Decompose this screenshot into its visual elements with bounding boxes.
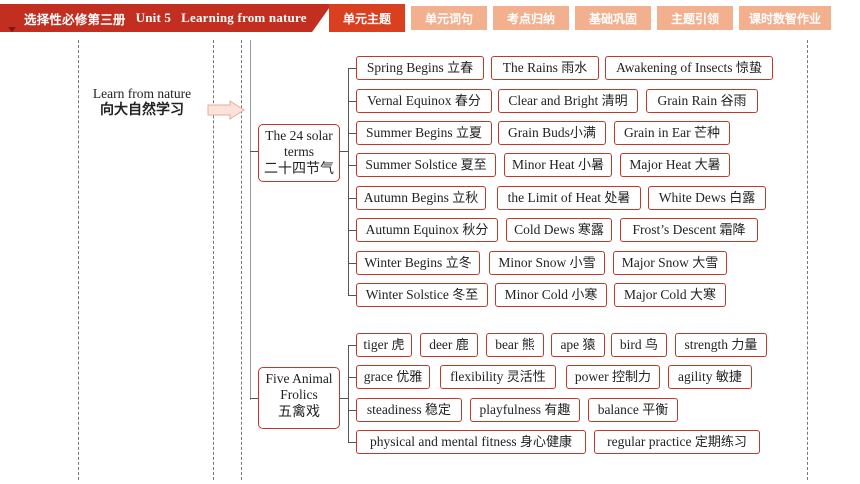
branch-solar-terms-en: The 24 solar terms — [265, 128, 333, 159]
solar-term-item: Major Snow 大雪 — [613, 251, 727, 275]
frolic-item: bear 熊 — [486, 333, 544, 357]
arrow-right-icon — [207, 100, 245, 120]
connector — [348, 230, 356, 231]
solar-term-item: Awakening of Insects 惊蛰 — [605, 56, 773, 80]
solar-term-item: Grain Rain 谷雨 — [646, 89, 758, 113]
frolic-item: agility 敏捷 — [668, 365, 752, 389]
connector — [348, 133, 356, 134]
solar-term-item: the Limit of Heat 处暑 — [497, 186, 641, 210]
connector — [340, 398, 348, 399]
frolic-item: grace 优雅 — [356, 365, 430, 389]
caret-down-icon — [8, 27, 16, 32]
frolic-item: power 控制力 — [566, 365, 660, 389]
frame-line-tree — [250, 40, 251, 400]
tab-key-points[interactable]: 考点归纳 — [493, 6, 569, 30]
tab-unit-theme[interactable]: 单元主题 — [329, 4, 405, 32]
unit-topic: Learning from nature — [181, 10, 307, 25]
frolic-item: playfulness 有趣 — [470, 398, 580, 422]
connector — [348, 345, 349, 442]
frolic-item: physical and mental fitness 身心健康 — [356, 430, 586, 454]
frolic-item: steadiness 稳定 — [356, 398, 462, 422]
connector — [348, 68, 349, 295]
frolic-item: deer 鹿 — [420, 333, 478, 357]
solar-term-item: Autumn Equinox 秋分 — [356, 218, 498, 242]
connector — [250, 151, 258, 152]
solar-term-item: Minor Heat 小暑 — [504, 153, 612, 177]
frame-line-mid2 — [241, 40, 242, 480]
top-header: 选择性必修第三册 Unit 5 Learning from nature 单元主… — [0, 0, 860, 36]
intro-cn: 向大自然学习 — [100, 102, 184, 118]
connector — [348, 101, 356, 102]
branch-solar-terms-cn: 二十四节气 — [264, 161, 334, 177]
frolic-item: tiger 虎 — [356, 333, 412, 357]
solar-term-item: Minor Cold 小寒 — [495, 283, 607, 307]
frolic-item: flexibility 灵活性 — [440, 365, 556, 389]
lesson-title-bar: 选择性必修第三册 Unit 5 Learning from nature — [0, 4, 332, 32]
frolic-item: balance 平衡 — [588, 398, 678, 422]
solar-term-item: Frost’s Descent 霜降 — [620, 218, 758, 242]
branch-five-animals-cn: 五禽戏 — [278, 404, 320, 420]
solar-term-item: Summer Solstice 夏至 — [356, 153, 496, 177]
solar-term-item: Winter Begins 立冬 — [356, 251, 480, 275]
connector — [348, 198, 356, 199]
frame-line-right — [807, 40, 808, 480]
connector — [348, 442, 356, 443]
connector — [348, 263, 356, 264]
frame-line-left — [78, 40, 79, 480]
book-title: 选择性必修第三册 — [24, 11, 126, 27]
connector — [348, 165, 356, 166]
connector — [348, 410, 356, 411]
branch-five-animals-en: Five Animal Frolics — [265, 371, 333, 402]
solar-term-item: Autumn Begins 立秋 — [356, 186, 486, 210]
solar-term-item: Cold Dews 寒露 — [506, 218, 612, 242]
branch-five-animals: Five Animal Frolics 五禽戏 — [258, 367, 340, 429]
connector — [250, 398, 258, 399]
tab-theme-lead[interactable]: 主题引领 — [657, 6, 733, 30]
solar-term-item: The Rains 雨水 — [491, 56, 599, 80]
solar-term-item: Grain Buds小满 — [498, 121, 606, 145]
solar-term-item: Vernal Equinox 春分 — [356, 89, 492, 113]
connector — [348, 377, 356, 378]
connector — [348, 345, 356, 346]
frolic-item: regular practice 定期练习 — [594, 430, 760, 454]
unit-label: Unit 5 — [135, 10, 172, 25]
solar-term-item: Major Heat 大暑 — [620, 153, 730, 177]
solar-term-item: White Dews 白露 — [648, 186, 766, 210]
solar-term-item: Minor Snow 小雪 — [489, 251, 605, 275]
intro-en: Learn from nature — [92, 86, 192, 101]
solar-term-item: Spring Begins 立春 — [356, 56, 484, 80]
frolic-item: ape 猿 — [551, 333, 605, 357]
solar-term-item: Winter Solstice 冬至 — [356, 283, 488, 307]
connector — [348, 295, 356, 296]
tab-basic-practice[interactable]: 基础巩固 — [575, 6, 651, 30]
solar-term-item: Major Cold 大寒 — [614, 283, 726, 307]
frolic-item: strength 力量 — [675, 333, 767, 357]
frame-line-mid — [213, 40, 214, 480]
branch-solar-terms: The 24 solar terms 二十四节气 — [258, 124, 340, 182]
tab-homework[interactable]: 课时数智作业 — [739, 6, 831, 30]
intro-label: Learn from nature 向大自然学习 — [84, 86, 200, 118]
connector — [340, 151, 348, 152]
connector — [348, 68, 356, 69]
solar-term-item: Clear and Bright 清明 — [498, 89, 638, 113]
solar-term-item: Grain in Ear 芒种 — [614, 121, 730, 145]
tab-unit-vocab[interactable]: 单元词句 — [411, 6, 487, 30]
solar-term-item: Summer Begins 立夏 — [356, 121, 492, 145]
frolic-item: bird 鸟 — [611, 333, 667, 357]
